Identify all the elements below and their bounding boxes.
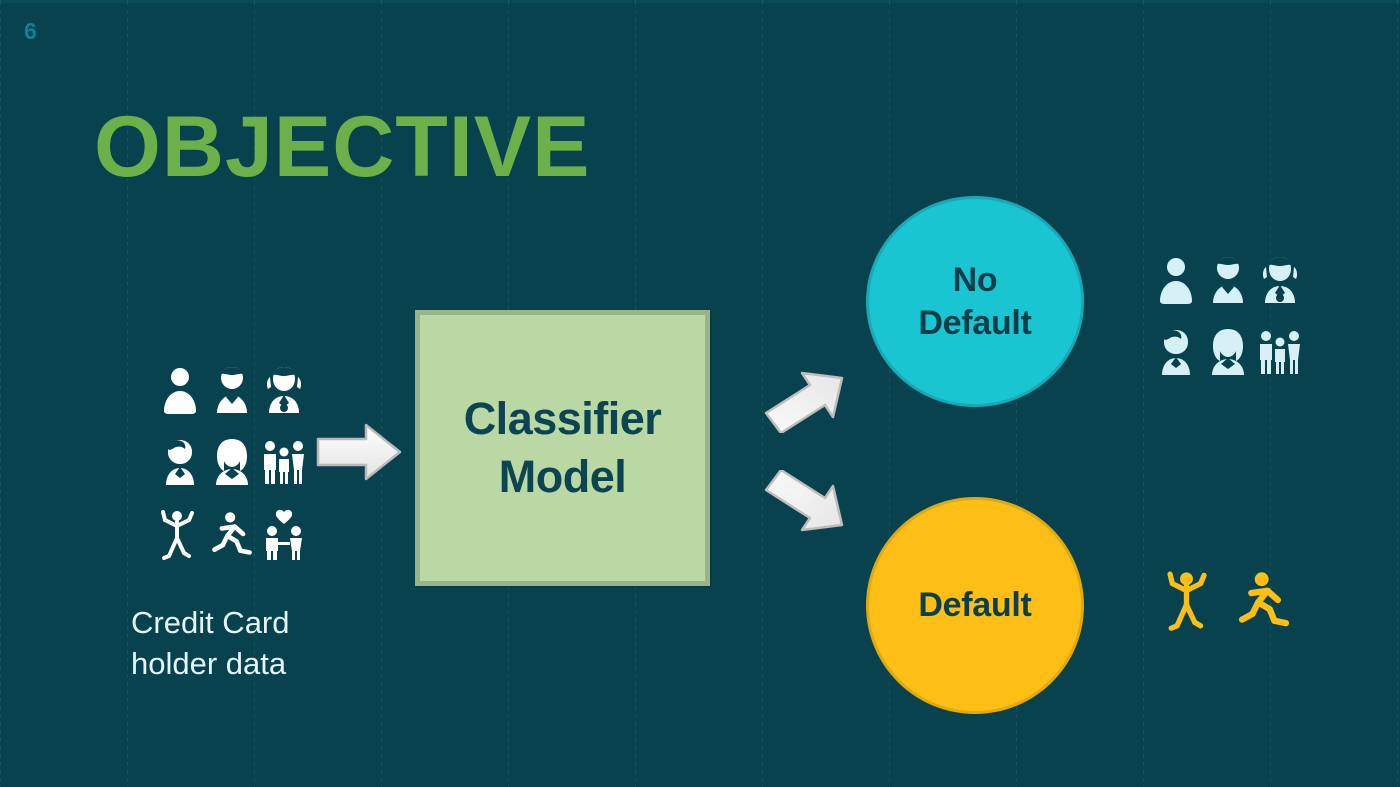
- classifier-model-box[interactable]: Classifier Model: [415, 310, 710, 586]
- output-default-line-1: Default: [918, 586, 1032, 625]
- input-caption: Credit Card holder data: [131, 602, 290, 684]
- arrow-model-to-no-default-icon: [762, 358, 852, 435]
- woman-ponytail-icon: [260, 356, 308, 424]
- person-short-hair-icon: [1204, 246, 1252, 314]
- couple-heart-icon: [260, 500, 308, 568]
- page-number: 6: [24, 18, 38, 44]
- person-running-icon: [1234, 565, 1294, 635]
- default-people-icon-cluster: [1160, 565, 1294, 635]
- input-caption-line-1: Credit Card: [131, 605, 290, 640]
- input-caption-line-2: holder data: [131, 646, 287, 682]
- arrow-input-to-model-icon: [316, 421, 402, 483]
- woman-ponytail-icon: [1256, 246, 1304, 314]
- input-people-icon-cluster: [156, 356, 308, 568]
- output-no-default-line-1: No: [952, 261, 998, 299]
- woman-long-hair-icon: [208, 428, 256, 496]
- output-no-default-line-2: Default: [918, 303, 1032, 342]
- woman-long-hair-icon: [1204, 318, 1252, 386]
- person-dancing-icon: [156, 500, 204, 568]
- family-three-icon: [260, 428, 308, 496]
- person-dancing-icon: [1160, 565, 1220, 635]
- arrow-model-to-default-icon: [762, 468, 852, 545]
- person-wavy-hair-icon: [1152, 318, 1200, 386]
- page-title: OBJECTIVE: [94, 99, 591, 195]
- classifier-model-label-line-1: Classifier: [463, 393, 662, 445]
- output-bubble-no-default[interactable]: No Default: [866, 196, 1084, 407]
- output-bubble-default[interactable]: Default: [866, 497, 1084, 714]
- output-bubble-no-default-label: No Default: [918, 259, 1031, 344]
- person-wavy-hair-icon: [156, 428, 204, 496]
- person-icon: [156, 356, 204, 424]
- slide-top-hairline: [0, 0, 1400, 3]
- classifier-model-label-line-2: Model: [498, 451, 627, 502]
- classifier-model-label: Classifier Model: [464, 390, 662, 505]
- family-three-icon: [1256, 318, 1304, 386]
- no-default-people-icon-cluster: [1152, 246, 1304, 386]
- person-running-icon: [208, 500, 256, 568]
- output-bubble-default-label: Default: [918, 584, 1031, 627]
- person-short-hair-icon: [208, 356, 256, 424]
- person-icon: [1152, 246, 1200, 314]
